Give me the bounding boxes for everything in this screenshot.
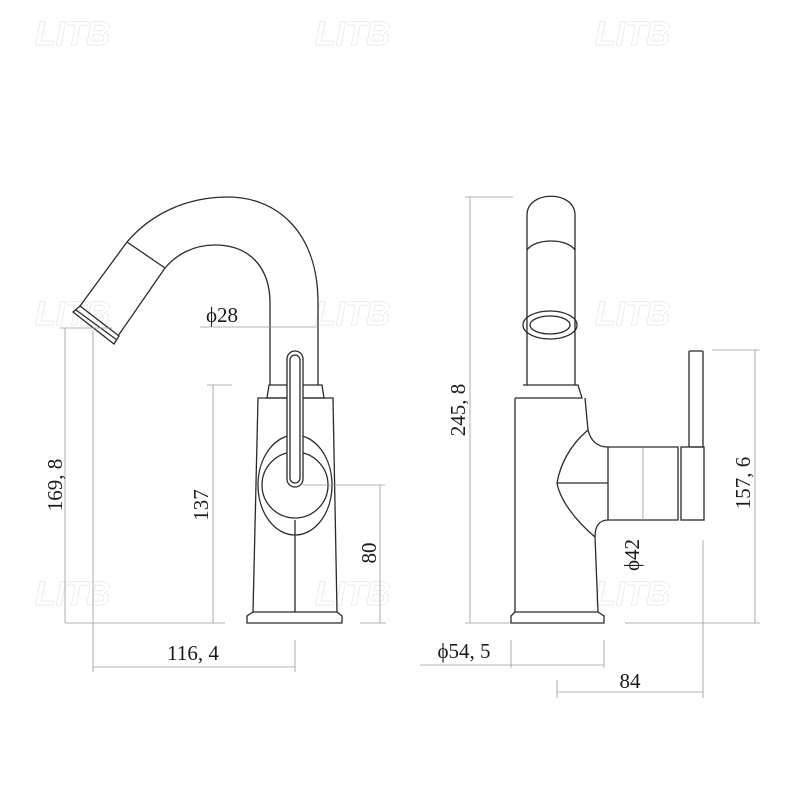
watermark: LITB (595, 575, 671, 613)
aerator-outer (522, 310, 578, 340)
lever-vertical (688, 350, 704, 448)
front-view-dimensions: 245, 8 157, 6 ϕ42 ϕ54, 5 84 (420, 196, 760, 698)
aerator-ring (71, 305, 120, 345)
dim-total-height-side: 169, 8 (43, 459, 67, 512)
dim-handle-height: 157, 6 (731, 457, 755, 510)
side-view-dimensions: 169, 8 137 80 116, 4 ϕ28 (43, 303, 386, 672)
dim-body-height: 137 (189, 489, 213, 521)
watermark: LITB (595, 295, 671, 333)
base-foot (510, 611, 605, 624)
handle-lever-inner (289, 354, 301, 484)
watermark: LITB (35, 15, 111, 53)
dim-cartridge-diameter: ϕ42 (620, 539, 644, 571)
watermark: LITB (315, 15, 391, 53)
watermark: LITB (35, 575, 111, 613)
watermark: LITB (315, 575, 391, 613)
spout-arc (79, 196, 319, 385)
watermarks: LITB LITB LITB LITB LITB LITB LITB LITB … (35, 15, 672, 614)
side-view-faucet (71, 196, 343, 624)
dim-base-diameter: ϕ54, 5 (437, 639, 490, 663)
body (514, 397, 679, 613)
watermark: LITB (595, 15, 671, 53)
dim-spout-diameter: ϕ28 (206, 303, 238, 327)
dim-handle-axis-height: 80 (357, 543, 381, 564)
aerator-inner (529, 315, 571, 335)
collar (515, 384, 583, 399)
lever-block (680, 446, 705, 521)
dim-total-height-front: 245, 8 (446, 384, 470, 437)
dim-reach: 116, 4 (167, 641, 219, 665)
dim-handle-depth: 84 (620, 669, 642, 693)
front-view-faucet (510, 195, 705, 624)
spout-tube (526, 195, 576, 385)
watermark: LITB (315, 295, 391, 333)
base-foot (246, 611, 343, 624)
handle-lever (286, 350, 304, 488)
